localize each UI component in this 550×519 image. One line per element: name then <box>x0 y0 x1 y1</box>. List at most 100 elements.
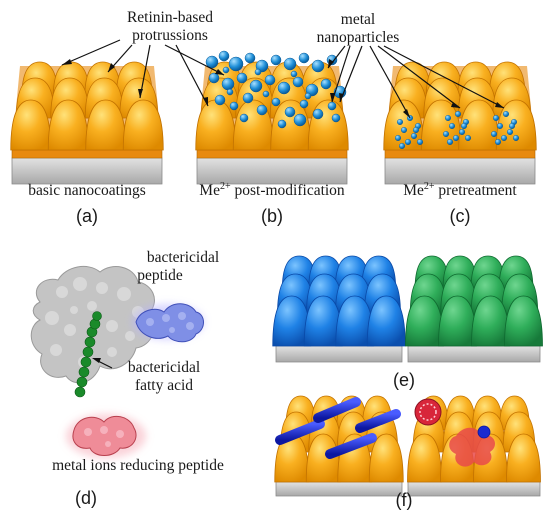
nanoparticle <box>413 126 420 133</box>
nanoparticle <box>447 138 454 145</box>
dome <box>368 433 404 483</box>
nanoparticle <box>449 122 456 129</box>
nanoparticle <box>513 134 520 141</box>
caption-b-suffix: post-modification <box>231 182 345 199</box>
nanoparticle <box>312 108 324 120</box>
nanoparticle <box>205 55 219 69</box>
panel-letter-f: (f) <box>396 490 413 510</box>
coating-frame <box>196 149 348 159</box>
bact-peptide-line2: peptide <box>137 267 183 284</box>
dome <box>407 433 442 483</box>
substrate <box>11 157 163 185</box>
nanoparticle <box>284 106 296 118</box>
substrate <box>275 481 403 497</box>
nanoparticle <box>501 134 508 141</box>
panel-b-particles <box>205 50 347 129</box>
bact-fatty-line1: bactericidal <box>128 359 200 376</box>
nanoparticle <box>214 94 226 106</box>
caption-c-suffix: pretreatment <box>435 182 518 199</box>
coating-frame <box>11 149 163 159</box>
nanoparticle <box>290 70 298 78</box>
nanoparticle <box>226 88 234 96</box>
nanoparticle <box>239 113 249 123</box>
nanoparticle <box>229 101 239 111</box>
nanoparticle <box>262 90 270 98</box>
panel-a-coating <box>10 61 164 185</box>
virus-particle <box>414 398 442 426</box>
nanoparticle <box>509 122 516 129</box>
panel-letter-b: (b) <box>261 206 283 226</box>
nanoparticle <box>399 142 406 149</box>
nanoparticle <box>495 138 502 145</box>
nanoparticle <box>222 66 230 74</box>
substrate <box>407 345 541 363</box>
panel-e-green <box>405 255 543 363</box>
panel-f-rods <box>274 395 404 497</box>
rod-bacterium <box>313 397 361 423</box>
rod-bacterium <box>325 433 377 459</box>
nanoparticle <box>242 92 254 104</box>
caption-c-sup: 2+ <box>424 181 435 192</box>
panel-letter-d: (d) <box>75 488 97 508</box>
caption-a: basic nanocoatings <box>28 182 146 199</box>
nanoparticle <box>459 128 466 135</box>
metal-label-line2: nanoparticles <box>317 29 400 46</box>
nanoparticle <box>461 122 468 129</box>
nanoparticle <box>304 92 312 100</box>
virus-ring <box>419 403 437 421</box>
nanoparticle <box>218 50 230 62</box>
metal-ions-peptide-label: metal ions reducing peptide <box>52 457 224 474</box>
nanoparticle <box>221 77 235 91</box>
nanoparticle <box>465 134 472 141</box>
nanoparticle <box>411 132 418 139</box>
nanoparticle <box>298 52 310 64</box>
nanoparticle <box>292 76 304 88</box>
metal-label-line1: metal <box>341 11 375 28</box>
coating-frame <box>384 149 536 159</box>
nanoparticle <box>254 68 262 76</box>
nanoparticle <box>228 56 244 72</box>
nanoparticle <box>445 114 452 121</box>
substrate <box>384 157 536 185</box>
nanoparticle <box>395 134 402 141</box>
caption-b: Me2+ post-modification <box>199 181 345 199</box>
nanoparticle <box>249 79 263 93</box>
dome <box>506 433 541 483</box>
nanoparticle <box>293 113 307 127</box>
nanoparticle <box>331 113 341 123</box>
red-peptide <box>72 415 137 456</box>
nanoparticle <box>283 57 297 71</box>
nanoparticle <box>236 72 248 84</box>
retinin-label-line1: Retinin-based <box>127 9 213 26</box>
nanoparticle <box>417 138 424 145</box>
nanoparticle <box>507 128 514 135</box>
panel-d-molecule <box>30 265 204 458</box>
retinin-label-line2: protrussions <box>132 27 208 44</box>
nanoparticle <box>493 114 500 121</box>
nanoparticle <box>264 74 276 86</box>
nanoparticle <box>208 72 220 84</box>
caption-b-sup: 2+ <box>220 181 231 192</box>
panel-f-virus <box>407 395 541 497</box>
blue-dot <box>477 425 491 439</box>
nanoparticle <box>491 130 498 137</box>
nanoparticle <box>271 97 281 107</box>
bact-fatty-line2: fatty acid <box>135 377 193 394</box>
nanoparticle <box>455 110 462 117</box>
panel-c-particles <box>395 110 520 149</box>
bact-peptide-line1: bactericidal <box>147 249 219 266</box>
nanoparticle <box>453 134 460 141</box>
nanoparticle <box>299 99 309 109</box>
nanoparticle <box>497 122 504 129</box>
panel-letter-e: (e) <box>393 370 415 390</box>
panel-e-blue <box>272 255 406 363</box>
nanoparticle <box>503 110 510 117</box>
nanoparticle <box>244 52 256 64</box>
green-fatty-acid <box>74 311 102 398</box>
protein-texture <box>45 277 144 368</box>
substrate <box>407 481 541 497</box>
nanoparticle <box>277 81 291 95</box>
caption-c-prefix: Me <box>403 182 424 199</box>
nanoparticle <box>405 138 412 145</box>
panel-letter-c: (c) <box>450 206 471 226</box>
